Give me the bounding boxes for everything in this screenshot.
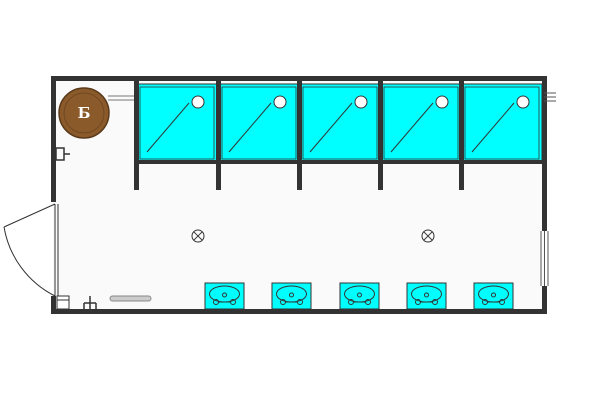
shower-cabin xyxy=(134,80,218,190)
boiler-tank xyxy=(58,87,110,139)
shower-head-icon xyxy=(354,95,368,109)
right-wall-upper xyxy=(542,76,547,231)
left-wall-upper xyxy=(51,76,56,202)
cabin-partition xyxy=(135,160,545,164)
right-wall-lower xyxy=(542,286,547,314)
bottom-wall xyxy=(51,309,547,314)
left-wall-lower xyxy=(51,296,56,314)
boiler: Б xyxy=(58,87,135,139)
entrance-door[interactable] xyxy=(3,203,59,297)
shower-head-icon xyxy=(516,95,530,109)
vent-pipe-icon xyxy=(544,92,556,102)
floor-tap-icon xyxy=(83,296,97,309)
socket-icon xyxy=(55,147,70,161)
shower-head-icon xyxy=(273,95,287,109)
boiler-label: Б xyxy=(78,104,91,122)
outer-walls xyxy=(51,76,547,314)
shower-cabin xyxy=(216,80,300,190)
washbasin xyxy=(406,282,447,310)
washbasins xyxy=(204,282,514,310)
ceiling-light-icon xyxy=(421,229,435,243)
washbasin xyxy=(204,282,245,310)
washbasin xyxy=(271,282,312,310)
shower-cabins xyxy=(134,80,545,190)
washbasin xyxy=(473,282,514,310)
shower-cabin xyxy=(378,80,462,190)
shower-head-icon xyxy=(435,95,449,109)
top-wall xyxy=(51,76,547,81)
ceiling-light-icon xyxy=(191,229,205,243)
shower-head-icon xyxy=(191,95,205,109)
drain-grate xyxy=(109,295,152,302)
washbasin xyxy=(339,282,380,310)
right-window xyxy=(540,231,549,286)
trash-bin-icon xyxy=(56,295,70,310)
ceiling-lights xyxy=(191,229,435,243)
